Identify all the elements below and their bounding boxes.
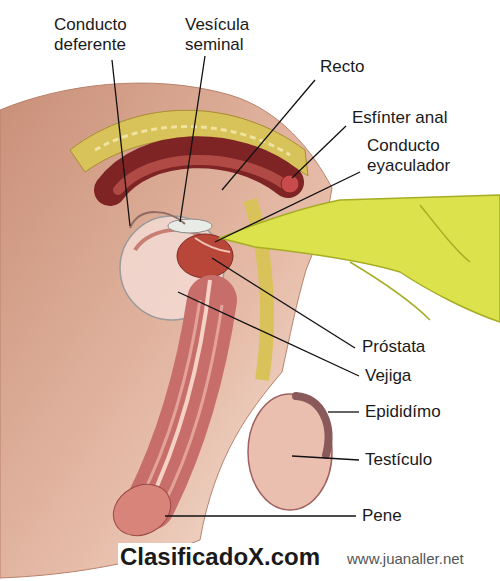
part-label: Recto <box>318 57 366 77</box>
leader-line <box>112 60 130 226</box>
gloved-hand <box>220 195 500 322</box>
part-label: Conducto deferente <box>52 15 156 54</box>
anal-sphincter <box>281 175 299 193</box>
leader-line <box>165 515 356 516</box>
vas-deferens <box>130 212 185 228</box>
leader-line <box>222 80 315 190</box>
leader-line <box>180 56 205 222</box>
body-outline <box>0 83 332 578</box>
glans <box>104 474 180 546</box>
leader-line <box>292 456 359 460</box>
ejaculatory-duct <box>195 238 230 252</box>
leader-lines <box>112 56 360 516</box>
seminal-vesicle <box>168 219 212 233</box>
testicle <box>248 394 332 510</box>
leader-line <box>212 258 355 348</box>
rectum <box>110 152 288 190</box>
part-label: Conducto eyaculador <box>365 136 479 175</box>
rectum-lumen <box>118 160 284 190</box>
prostate <box>177 234 233 278</box>
part-label: Pene <box>360 506 404 526</box>
penis-tissue <box>140 300 222 508</box>
watermark: www.juanaller.net <box>345 550 466 567</box>
part-label: Epididímo <box>363 402 443 422</box>
part-label: Testículo <box>363 450 434 470</box>
leader-line <box>292 126 346 178</box>
leader-line <box>178 292 359 376</box>
leader-line <box>215 172 360 242</box>
watermark: ClasificadoX.com <box>118 543 322 571</box>
part-label: Vejiga <box>363 366 413 386</box>
part-label: Esfínter anal <box>350 108 449 128</box>
leader-line <box>328 411 359 412</box>
epididymis <box>296 396 328 455</box>
hand-knuckles <box>350 205 470 320</box>
part-label: Vesícula seminal <box>183 15 275 54</box>
part-label: Próstata <box>360 337 427 357</box>
urethra <box>145 280 210 512</box>
